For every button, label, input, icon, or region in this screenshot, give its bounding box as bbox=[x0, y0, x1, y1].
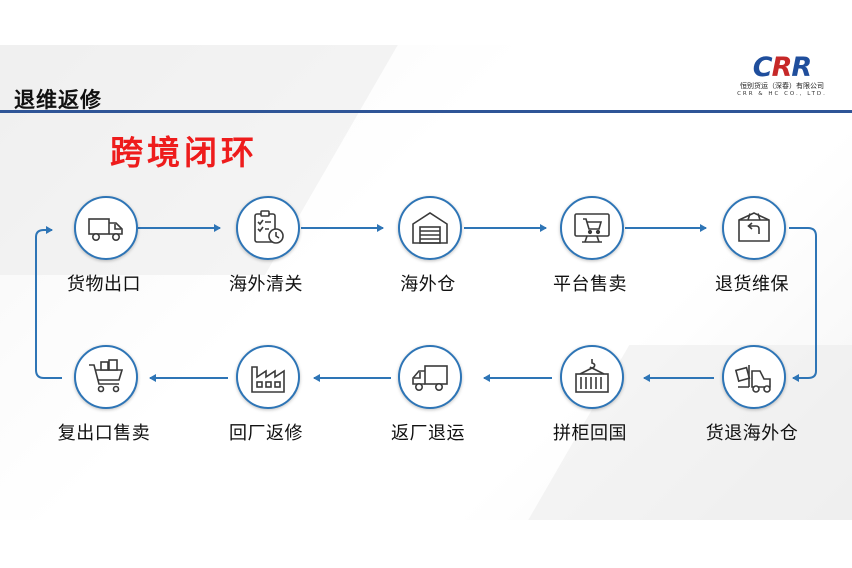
node-label: 海外清关 bbox=[229, 274, 303, 295]
node-container-return: 拼柜回国 bbox=[523, 345, 663, 455]
container-hook-icon bbox=[575, 359, 609, 393]
node-label: 复出口售卖 bbox=[57, 423, 151, 444]
clipboard-clock-icon bbox=[254, 210, 284, 244]
node-return-overseas-warehouse: 货退海外仓 bbox=[685, 345, 825, 455]
node-circle bbox=[398, 196, 462, 260]
logo-mark: CRR bbox=[752, 52, 812, 83]
node-circle bbox=[236, 196, 300, 260]
slide-background bbox=[0, 45, 852, 520]
node-label: 货物出口 bbox=[67, 274, 141, 295]
logo-company-en: CRR & HC CO., LTD. bbox=[737, 91, 827, 97]
node-circle bbox=[560, 345, 624, 409]
arrow-return-loop-right bbox=[789, 227, 817, 382]
diagram-title: 跨境闭环 bbox=[110, 133, 258, 172]
node-circle bbox=[722, 345, 786, 409]
node-circle bbox=[398, 345, 462, 409]
company-logo: CRR 恒别货运（深春）有限公司 CRR & HC CO., LTD. bbox=[724, 54, 840, 98]
node-re-export-sale: 复出口售卖 bbox=[37, 345, 177, 455]
shopping-cart-monitor-icon bbox=[574, 213, 610, 243]
node-cargo-export: 货物出口 bbox=[37, 196, 177, 306]
header-divider bbox=[0, 110, 852, 113]
forklift-icon bbox=[734, 365, 771, 393]
node-platform-sales: 平台售卖 bbox=[523, 196, 663, 306]
logo-company-cn: 恒别货运（深春）有限公司 bbox=[740, 82, 824, 90]
node-circle bbox=[560, 196, 624, 260]
node-label: 回厂返修 bbox=[229, 423, 303, 444]
node-circle bbox=[236, 345, 300, 409]
node-factory-repair: 回厂返修 bbox=[199, 345, 339, 455]
node-return-repair: 退货维保 bbox=[685, 196, 825, 306]
shopping-cart-icon bbox=[89, 359, 124, 393]
node-circle bbox=[722, 196, 786, 260]
node-label: 返厂退运 bbox=[391, 423, 465, 444]
node-label: 拼柜回国 bbox=[553, 423, 627, 444]
page-title: 退维返修 bbox=[14, 88, 102, 112]
node-customs-clearance: 海外清关 bbox=[199, 196, 339, 306]
warehouse-icon bbox=[412, 212, 448, 244]
node-label: 退货维保 bbox=[715, 274, 789, 295]
truck-icon bbox=[412, 365, 448, 391]
arrow-reexport-loop-left bbox=[35, 226, 62, 379]
node-label: 平台售卖 bbox=[553, 274, 627, 295]
node-circle bbox=[74, 196, 138, 260]
factory-icon bbox=[251, 366, 285, 393]
truck-icon bbox=[88, 218, 123, 241]
node-overseas-warehouse: 海外仓 bbox=[361, 196, 501, 306]
node-return-to-factory: 返厂退运 bbox=[361, 345, 501, 455]
return-box-icon bbox=[738, 212, 770, 242]
node-label: 海外仓 bbox=[400, 274, 456, 295]
node-circle bbox=[74, 345, 138, 409]
node-label: 货退海外仓 bbox=[705, 423, 799, 444]
